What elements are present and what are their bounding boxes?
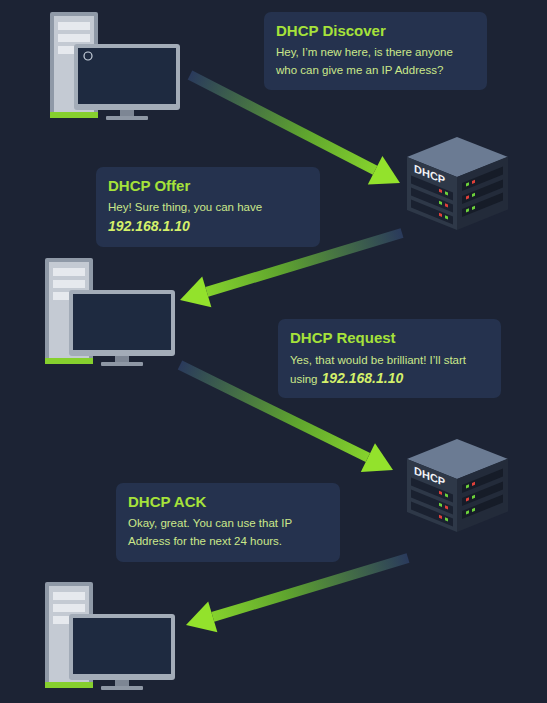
ip-address: 192.168.1.10 (108, 216, 308, 236)
server-illustration (407, 137, 508, 230)
server-label: DHCP (414, 162, 445, 186)
arrow-head (186, 602, 217, 633)
ip-address: 192.168.1.10 (322, 370, 404, 386)
arrow-head (180, 277, 211, 308)
server-illustration (407, 439, 508, 532)
speech-bubble: DHCP RequestYes, that would be brilliant… (278, 319, 501, 398)
speech-bubble: DHCP OfferHey! Sure thing, you can have1… (96, 167, 320, 247)
speech-bubble: DHCP DiscoverHey, I’m new here, is there… (264, 12, 487, 90)
bubble-body: Okay, great. You can use that IP Address… (128, 514, 328, 550)
bubble-title: DHCP ACK (128, 492, 328, 511)
server-label: DHCP (414, 464, 445, 488)
bubble-title: DHCP Offer (108, 176, 308, 195)
arrow-head (368, 156, 400, 184)
bubble-body: Hey, I’m new here, is there anyone who c… (276, 43, 475, 79)
dhcp-server: DHCP (405, 135, 510, 232)
screen-icon (84, 52, 92, 60)
computer-illustration (45, 258, 175, 366)
arrow-shaft (213, 558, 408, 617)
bubble-body: Hey! Sure thing, you can have (108, 198, 308, 216)
bubble-title: DHCP Request (290, 328, 489, 347)
bubble-title: DHCP Discover (276, 21, 475, 40)
computer-illustration (45, 582, 175, 690)
speech-bubble: DHCP ACK Okay, great. You can use that IP… (116, 483, 340, 562)
arrow-head (361, 443, 393, 472)
computer-illustration (50, 12, 180, 120)
dhcp-server: DHCP (405, 437, 510, 534)
flow-arrow (186, 558, 408, 632)
